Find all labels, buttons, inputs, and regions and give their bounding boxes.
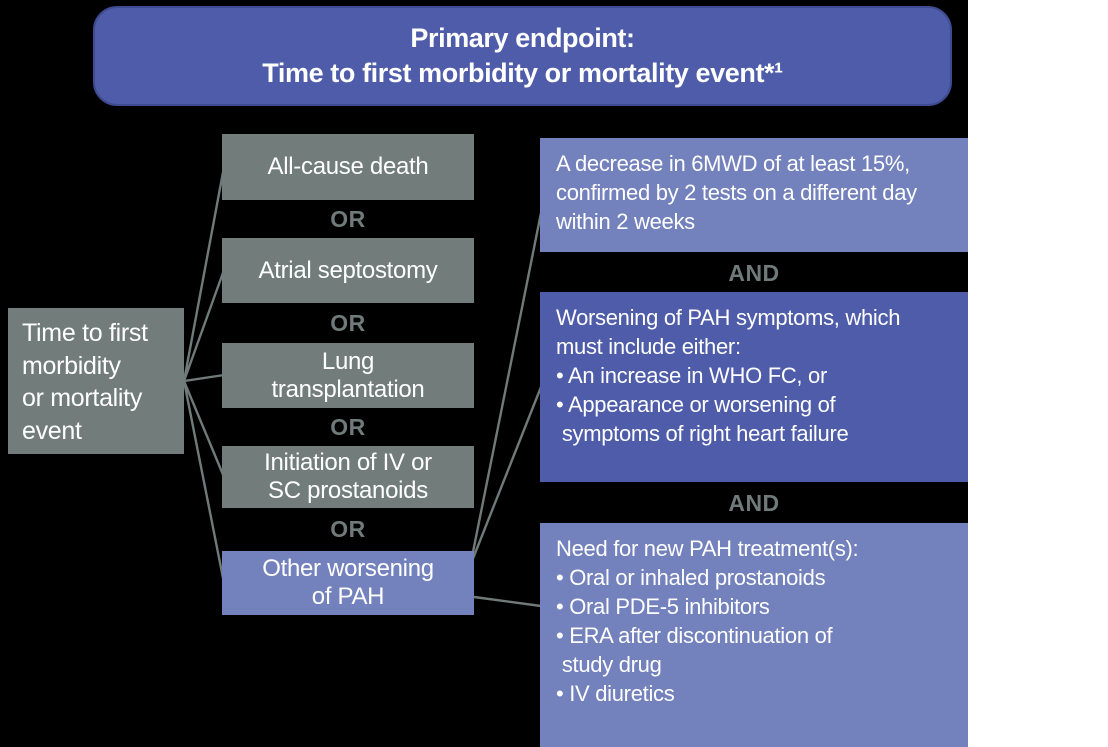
source-box-time-to-first-event: Time to first morbidity or mortality eve… xyxy=(8,308,184,454)
source-box-text: Time to first morbidity or mortality eve… xyxy=(22,319,148,445)
or-separator-1: OR xyxy=(330,205,366,232)
event-box-text: Initiation of IV or SC prostanoids xyxy=(264,449,432,504)
event-box-text: All-cause death xyxy=(267,153,429,181)
criteria-box-new-pah-treatment: Need for new PAH treatment(s): • Oral or… xyxy=(540,523,968,747)
header-line-2: Time to first morbidity or mortality eve… xyxy=(262,58,783,88)
event-box-text: Atrial septostomy xyxy=(258,256,438,284)
criteria-box-text: Worsening of PAH symptoms, which must in… xyxy=(556,305,901,447)
criteria-box-text: Need for new PAH treatment(s): • Oral or… xyxy=(556,536,859,707)
criteria-box-pah-symptoms: Worsening of PAH symptoms, which must in… xyxy=(540,292,968,482)
event-box-lung-transplantation: Lung transplantation xyxy=(222,343,474,408)
header-banner: Primary endpoint: Time to first morbidit… xyxy=(93,6,952,106)
or-separator-4: OR xyxy=(330,515,366,542)
criteria-box-text: A decrease in 6MWD of at least 15%, conf… xyxy=(556,151,917,235)
event-box-iv-sc-prostanoids: Initiation of IV or SC prostanoids xyxy=(222,446,474,508)
event-box-atrial-septostomy: Atrial septostomy xyxy=(222,238,474,303)
event-box-other-worsening-pah: Other worsening of PAH xyxy=(222,551,474,615)
event-box-text: Lung transplantation xyxy=(271,347,425,403)
header-line-1: Primary endpoint: xyxy=(410,22,635,53)
connector-lines xyxy=(182,166,543,608)
event-box-text: Other worsening of PAH xyxy=(262,555,434,610)
or-separator-3: OR xyxy=(330,413,366,440)
event-box-all-cause-death: All-cause death xyxy=(222,134,474,200)
and-separator-1: AND xyxy=(728,259,780,286)
or-separator-2: OR xyxy=(330,309,366,336)
criteria-box-6mwd-decrease: A decrease in 6MWD of at least 15%, conf… xyxy=(540,138,968,252)
and-separator-2: AND xyxy=(728,489,780,516)
